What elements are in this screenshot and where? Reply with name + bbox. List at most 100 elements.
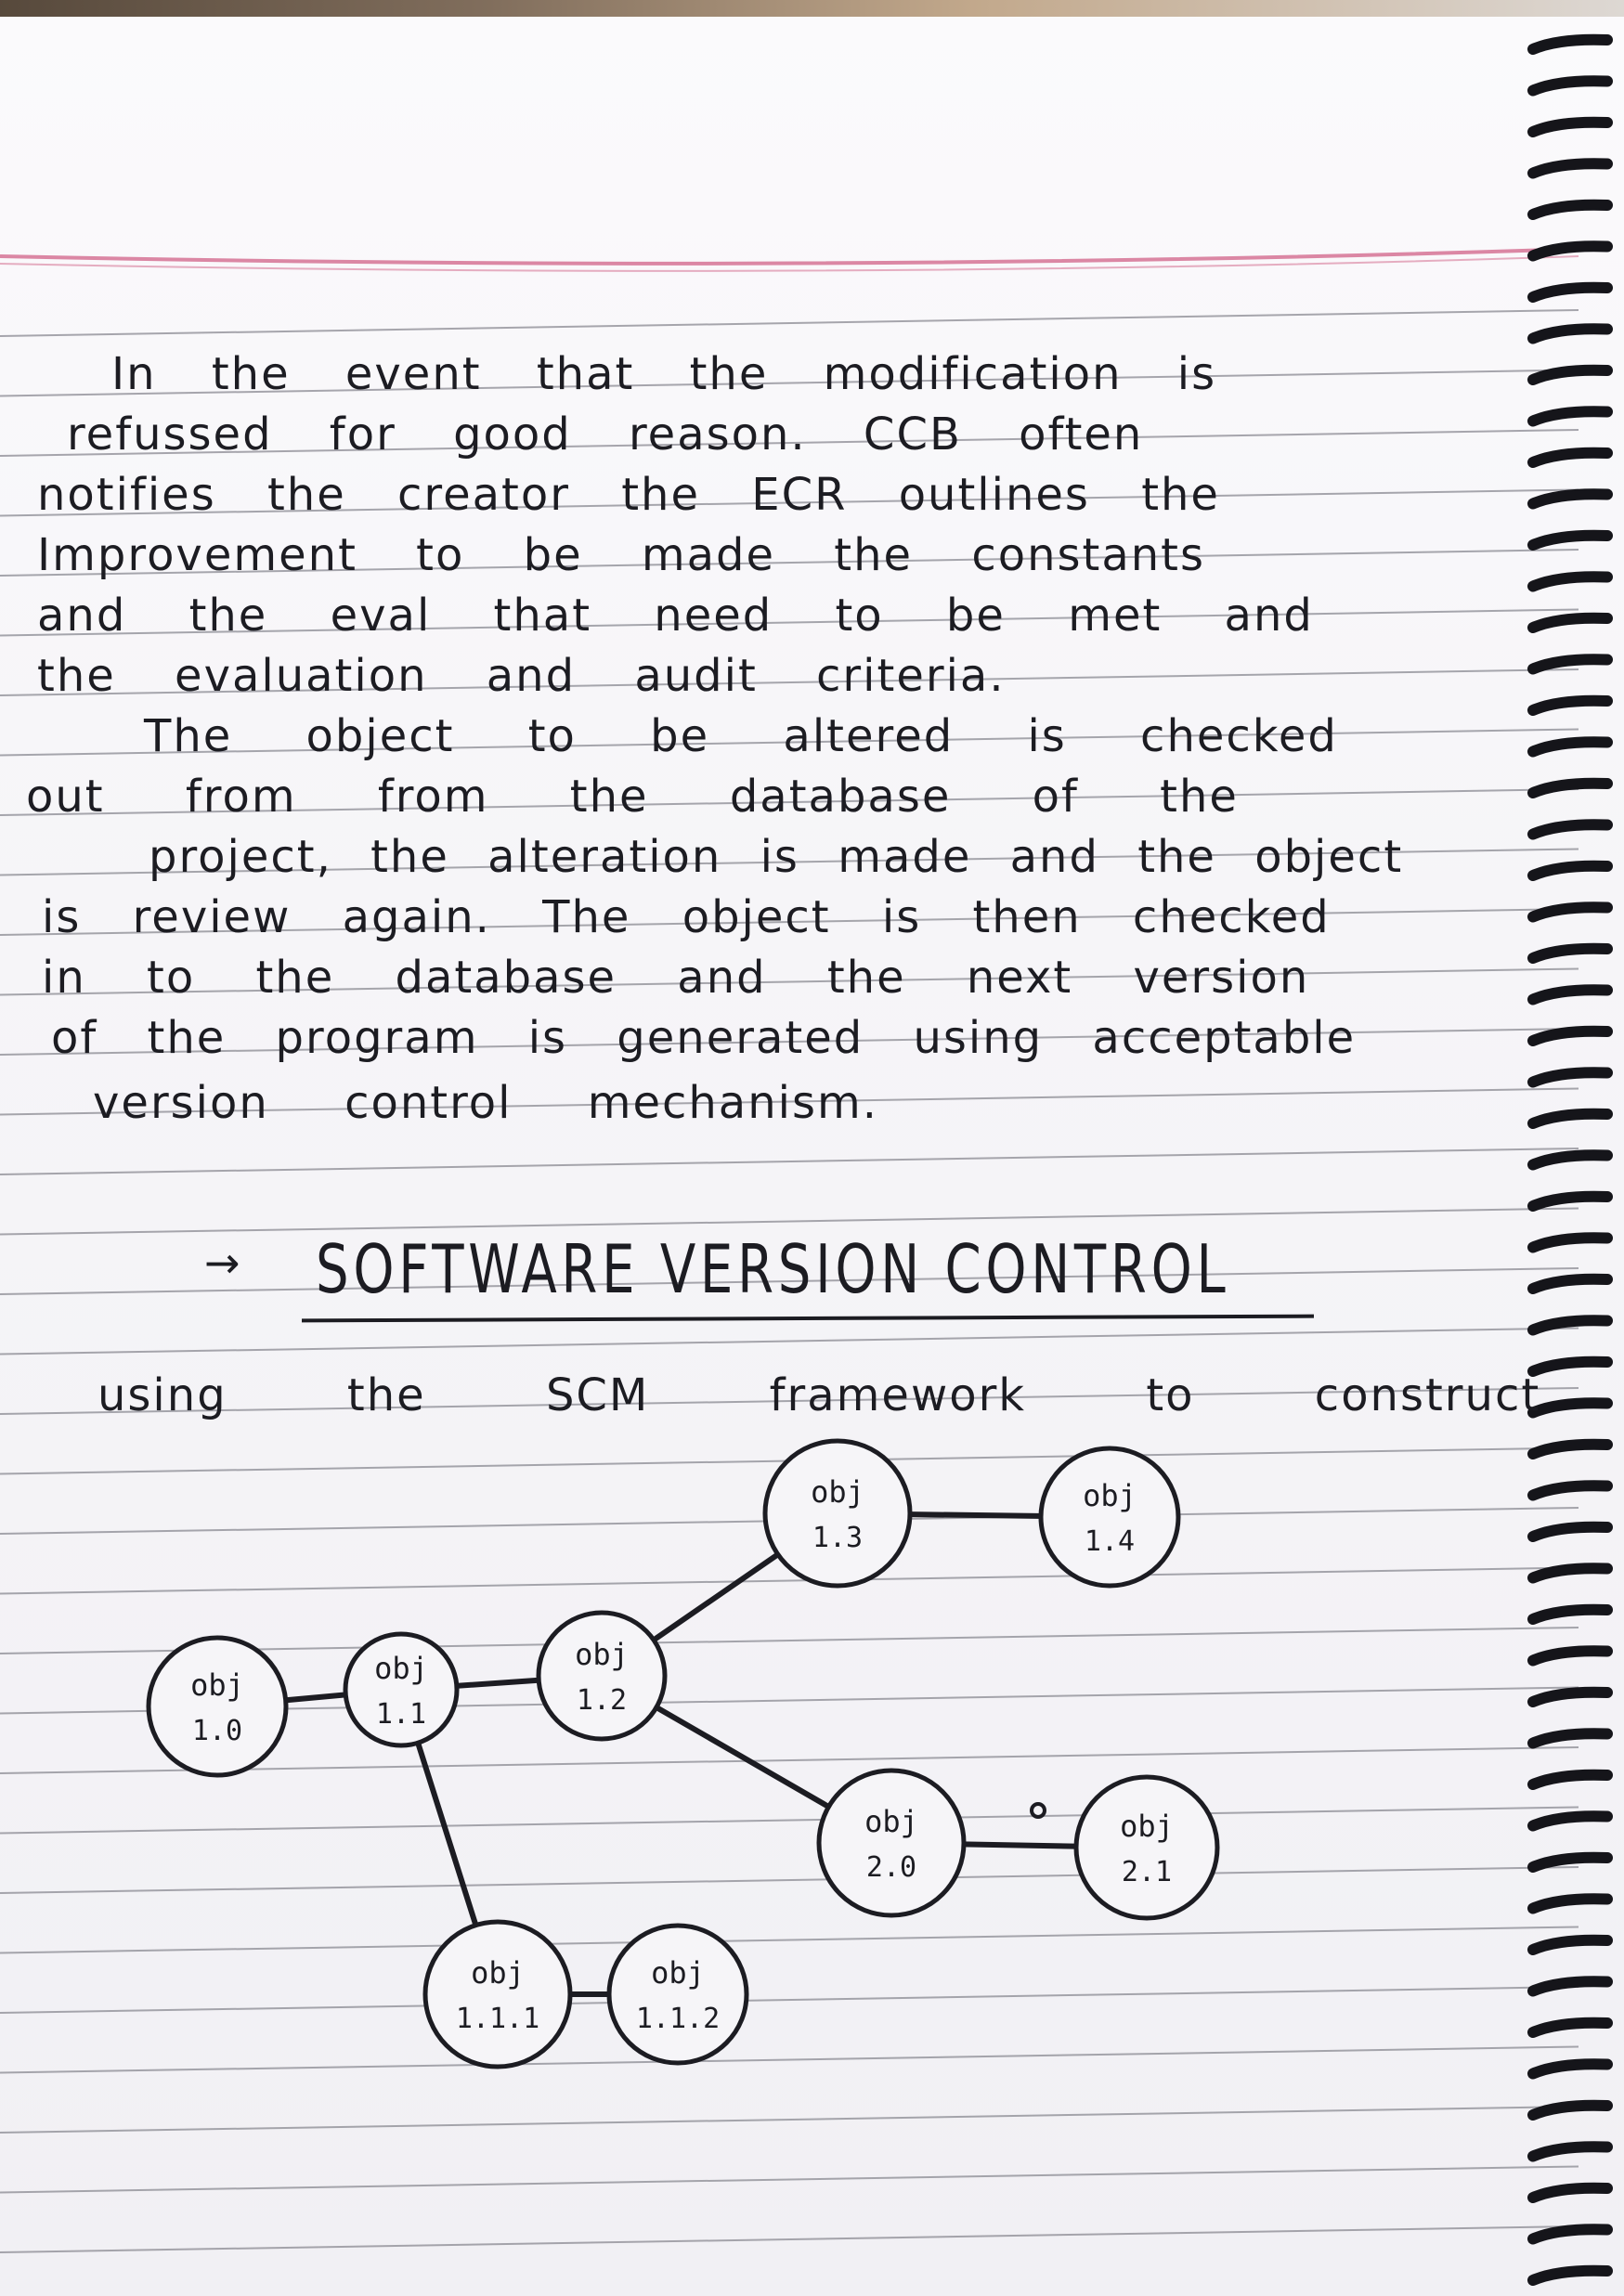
spiral-coil: [1527, 447, 1613, 468]
ruled-line: [0, 1148, 1579, 1175]
ruled-line: [0, 1627, 1579, 1654]
ruled-line: [0, 728, 1579, 757]
version-node-number-n20: 2.0: [866, 1851, 916, 1884]
version-node-n10: obj 1.0: [146, 1635, 289, 1778]
spiral-coil: [1527, 736, 1613, 758]
ruled-line: [0, 2106, 1579, 2134]
version-node-label-n112: obj: [651, 1955, 705, 1991]
spiral-coil: [1527, 1273, 1613, 1294]
version-node-circle-n12: [536, 1610, 668, 1742]
diagram-nodes: obj1.0obj1.1obj1.2obj1.3obj1.4obj2.0obj2…: [146, 1438, 1220, 2069]
spiral-coil: [1527, 694, 1613, 716]
spiral-binding: [1527, 33, 1613, 2286]
spiral-coil: [1527, 116, 1613, 137]
intro-line: using the SCM framework to construct: [97, 1369, 1541, 1421]
ruled-line: [0, 2045, 1579, 2074]
spiral-coil: [1527, 406, 1613, 427]
spiral-coil: [1527, 1728, 1613, 1749]
spiral-coil: [1527, 199, 1613, 220]
spiral-coil: [1527, 1810, 1613, 1832]
spiral-coil: [1527, 942, 1613, 964]
paragraph2-line-1: The object to be altered is checked: [144, 710, 1338, 762]
version-node-label-n13: obj: [811, 1474, 864, 1510]
ruled-line: [0, 608, 1579, 637]
spiral-coil: [1527, 984, 1613, 1005]
spiral-coil: [1527, 2099, 1613, 2121]
spiral-coil: [1527, 1232, 1613, 1253]
ruled-line: [0, 1866, 1579, 1894]
version-node-label-n11: obj: [374, 1651, 428, 1686]
version-node-number-n11: 1.1: [376, 1698, 426, 1731]
version-node-n111: obj 1.1.1: [422, 1919, 573, 2069]
version-node-n11: obj 1.1: [343, 1631, 460, 1748]
spiral-coil: [1527, 75, 1613, 97]
paragraph2-line-6: of the program is generated using accept…: [51, 1012, 1357, 1064]
spiral-coil: [1527, 2182, 1613, 2203]
version-node-number-n14: 1.4: [1085, 1525, 1135, 1558]
spiral-coil: [1527, 1480, 1613, 1501]
ruled-line: [0, 309, 1579, 337]
spiral-coil: [1527, 488, 1613, 510]
version-node-label-n10: obj: [190, 1667, 244, 1703]
ruled-line: [0, 1327, 1579, 1356]
version-node-circle-n112: [606, 1923, 749, 2066]
version-node-number-n112: 1.1.2: [636, 2003, 720, 2035]
version-node-number-n12: 1.2: [577, 1684, 627, 1717]
spiral-coil: [1527, 33, 1613, 55]
spiral-coil: [1527, 1190, 1613, 1212]
ruled-line: [0, 1267, 1579, 1295]
ruled-line: [0, 2165, 1579, 2194]
ruled-line: [0, 1926, 1579, 1954]
ruled-line: [0, 369, 1579, 397]
spiral-coil: [1527, 654, 1613, 675]
version-node-number-n10: 1.0: [192, 1715, 242, 1747]
ruled-line: [0, 1746, 1579, 1774]
spiral-coil: [1527, 1521, 1613, 1542]
spiral-coil: [1527, 1025, 1613, 1046]
spiral-coil: [1527, 571, 1613, 592]
spiral-coil: [1527, 2141, 1613, 2162]
ruled-line: [0, 1087, 1579, 1116]
spiral-coil: [1527, 1893, 1613, 1914]
paragraph1-line-4: Improvement to be made the constants: [37, 529, 1205, 581]
ruled-line: [0, 788, 1579, 816]
paragraph1-line-6: the evaluation and audit criteria.: [37, 650, 1006, 702]
spiral-coil: [1527, 1397, 1613, 1419]
ruled-line: [0, 1028, 1579, 1056]
paragraph2-line-5: in to the database and the next version: [42, 952, 1310, 1004]
spiral-coil: [1527, 364, 1613, 385]
version-node-n14: obj 1.4: [1038, 1446, 1181, 1589]
spiral-coil: [1527, 240, 1613, 262]
paragraph2-line-4: is review again. The object is then chec…: [42, 891, 1331, 943]
spiral-coil: [1527, 1149, 1613, 1171]
ruled-line: [0, 668, 1579, 696]
spiral-coil: [1527, 323, 1613, 344]
spiral-coil: [1527, 529, 1613, 551]
version-node-label-n21: obj: [1120, 1809, 1174, 1844]
spiral-coil: [1527, 2224, 1613, 2245]
ruled-line: [0, 1207, 1579, 1236]
version-node-label-n14: obj: [1083, 1478, 1137, 1513]
paragraph1-line-1: In the event that the modification is: [111, 348, 1217, 400]
version-node-circle-n14: [1038, 1446, 1181, 1589]
version-node-circle-n20: [816, 1768, 967, 1918]
version-node-label-n111: obj: [471, 1955, 525, 1991]
spiral-coil: [1527, 2058, 1613, 2080]
version-node-n20: obj 2.0: [816, 1768, 967, 1918]
page-top-edge-shadow: [0, 0, 1624, 17]
spiral-coil: [1527, 281, 1613, 303]
spiral-coil: [1527, 1769, 1613, 1790]
diagram-edges: [214, 1511, 1150, 1997]
stray-dot: [1030, 1802, 1046, 1819]
version-node-label-n12: obj: [575, 1637, 629, 1672]
version-node-n12: obj 1.2: [536, 1610, 668, 1742]
ruled-line: [0, 2225, 1579, 2253]
spiral-coil: [1527, 1563, 1613, 1584]
version-node-label-n20: obj: [864, 1804, 918, 1839]
paragraph2-line-7: version control mechanism.: [93, 1077, 878, 1129]
version-node-number-n111: 1.1.1: [456, 2003, 539, 2035]
spiral-coil: [1527, 1934, 1613, 1955]
